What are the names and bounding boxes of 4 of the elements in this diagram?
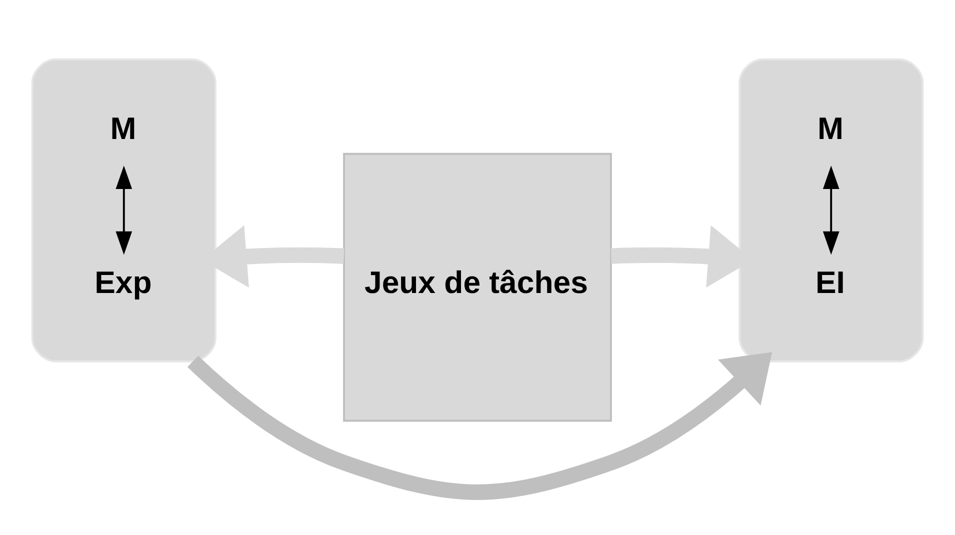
node-text: M xyxy=(817,110,844,146)
node-text: EI xyxy=(816,264,845,300)
node-text: Exp xyxy=(94,264,152,300)
node-text: M xyxy=(110,110,136,146)
